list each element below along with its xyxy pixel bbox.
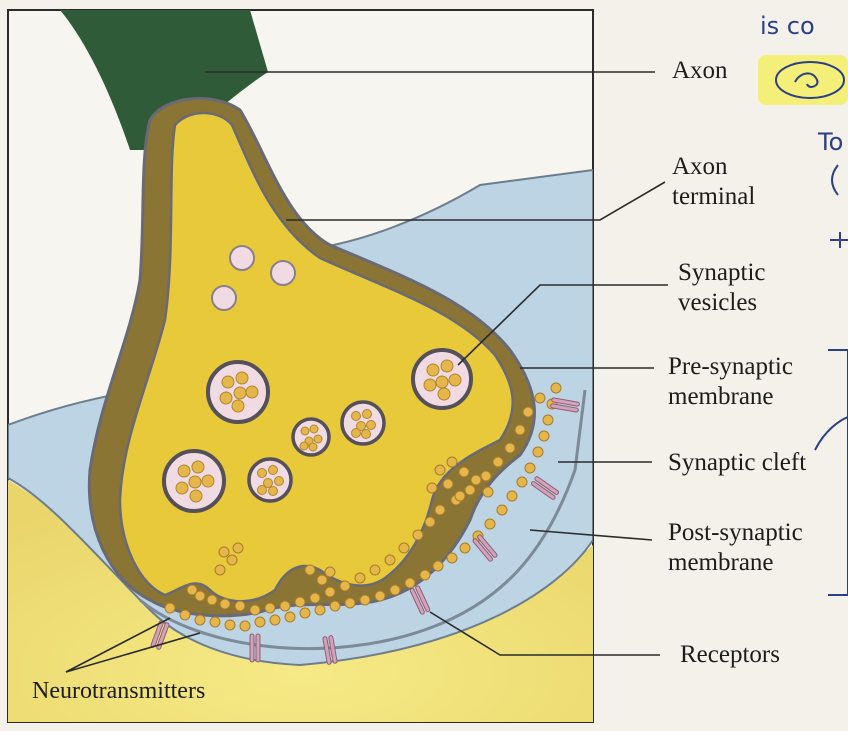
neurotransmitter-dot (250, 605, 260, 615)
empty-vesicle (271, 261, 295, 285)
neurotransmitter-dot (233, 543, 243, 553)
neurotransmitter-dot (265, 603, 275, 613)
neurotransmitter-dot (285, 612, 295, 622)
synaptic-vesicle (293, 419, 329, 455)
bracket-mark (828, 350, 848, 595)
neurotransmitter-dot (270, 615, 280, 625)
label-synaptic-cleft: Synaptic cleft (668, 448, 806, 478)
neurotransmitter-dot (295, 597, 305, 607)
neurotransmitter-dot (220, 599, 230, 609)
neurotransmitter-dot (455, 491, 465, 501)
pen-bracket-mark (832, 165, 838, 195)
neurotransmitter-dot (330, 601, 340, 611)
neurotransmitter-dot (420, 570, 430, 580)
neurotransmitter-dot (465, 485, 475, 495)
neurotransmitter-dot (543, 415, 553, 425)
neurotransmitter-dot (280, 601, 290, 611)
neurotransmitter-dot (483, 487, 493, 497)
neurotransmitter-dot (219, 547, 229, 557)
neurotransmitter-dot (375, 591, 385, 601)
label-neurotransmitters: Neurotransmitters (32, 676, 205, 706)
neurotransmitter-dot (447, 553, 457, 563)
neurotransmitter-dot (210, 617, 220, 627)
neurotransmitter-dot (485, 519, 495, 529)
neurotransmitter-dot (317, 575, 327, 585)
neurotransmitter-dot (399, 543, 409, 553)
neurotransmitter-dot (390, 585, 400, 595)
neurotransmitter-dot (187, 585, 197, 595)
neurotransmitter-dot (435, 465, 445, 475)
neurotransmitter-dot (180, 610, 190, 620)
neurotransmitter-dot (551, 383, 561, 393)
neurotransmitter-dot (433, 561, 443, 571)
neurotransmitter-dot (325, 567, 335, 577)
neurotransmitter-dot (493, 457, 503, 467)
neurotransmitter-dot (370, 565, 380, 575)
neurotransmitter-dot (533, 447, 543, 457)
neurotransmitter-dot (539, 431, 549, 441)
margin-note-1: is co (760, 12, 815, 40)
neurotransmitter-dot (300, 608, 310, 618)
neurotransmitter-dot (443, 479, 453, 489)
neurotransmitter-dot (355, 573, 365, 583)
neurotransmitter-dot (505, 443, 515, 453)
synaptic-vesicle (208, 362, 268, 422)
neurotransmitter-dot (315, 605, 325, 615)
neurotransmitter-dot (435, 505, 445, 515)
neurotransmitter-dot (460, 543, 470, 553)
neurotransmitter-dot (227, 555, 237, 565)
neurotransmitter-dot (195, 615, 205, 625)
neurotransmitter-dot (515, 425, 525, 435)
neurotransmitter-dot (471, 475, 481, 485)
neurotransmitter-dot (340, 581, 350, 591)
label-receptors: Receptors (680, 640, 780, 670)
neurotransmitter-dot (255, 617, 265, 627)
neurotransmitter-dot (225, 620, 235, 630)
neurotransmitter-dot (447, 457, 457, 467)
neurotransmitter-dot (523, 407, 533, 417)
neurotransmitter-dot (405, 578, 415, 588)
neurotransmitter-dot (235, 601, 245, 611)
neurotransmitter-dot (507, 491, 517, 501)
label-axon: Axon (672, 56, 728, 86)
neurotransmitter-dot (413, 530, 423, 540)
neurotransmitter-dot (517, 477, 527, 487)
neurotransmitter-dot (240, 621, 250, 631)
synaptic-vesicle (342, 402, 384, 444)
synaptic-vesicle (164, 451, 224, 511)
neurotransmitter-dot (481, 471, 491, 481)
synaptic-vesicle (413, 350, 471, 408)
neurotransmitter-dot (427, 483, 437, 493)
empty-vesicle (230, 246, 254, 270)
neurotransmitter-dot (535, 393, 545, 403)
synaptic-vesicle (249, 459, 291, 501)
neurotransmitter-dot (385, 555, 395, 565)
neurotransmitter-dot (325, 587, 335, 597)
empty-vesicle (212, 286, 236, 310)
neurotransmitter-dot (525, 463, 535, 473)
pen-arrow-mark (830, 232, 848, 248)
margin-note-2: To (818, 128, 843, 156)
neurotransmitter-dot (305, 565, 315, 575)
neurotransmitter-dot (207, 595, 217, 605)
neurotransmitter-dot (165, 603, 175, 613)
neurotransmitter-dot (497, 505, 507, 515)
neurotransmitter-dot (215, 565, 225, 575)
neurotransmitter-dot (345, 598, 355, 608)
neurotransmitter-dot (310, 593, 320, 603)
neurotransmitter-dot (425, 517, 435, 527)
pen-check-mark (815, 417, 848, 450)
neurotransmitter-dot (360, 595, 370, 605)
neurotransmitter-dot (459, 467, 469, 477)
